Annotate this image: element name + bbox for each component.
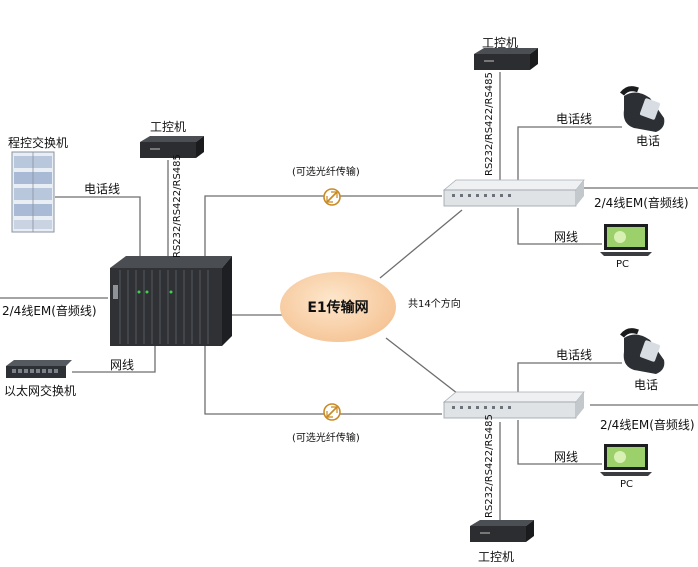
phone-top-label: 电话 [636,134,661,148]
bottom-phone-line [517,362,622,392]
em-center-label: 2/4线EM(音频线) [2,304,97,318]
fiber-bottom-label: (可选光纤传输) [292,433,360,444]
cloud-to-top-terminal-line [379,209,463,279]
phone-line-center-label: 电话线 [84,182,121,196]
fiber-top-label: (可选光纤传输) [292,167,360,178]
e1-terminal-rack-icon [442,179,585,207]
top-fiber-line [204,195,442,268]
em-top-label: 2/4线EM(音频线) [594,196,689,210]
center-lan-line [72,340,156,373]
cloud-label: E1传输网 [307,300,369,316]
phone-bottom-label: 电话 [634,378,659,392]
e1-terminal-rack-icon [442,391,585,419]
center-phone-line [55,196,141,270]
ipc-center-label: 工控机 [150,120,187,134]
directions-label: 共14个方向 [408,299,461,310]
phone-line-bottom-label: 电话线 [556,348,593,362]
top-phone-line [517,126,622,183]
pbx-label: 程控交换机 [8,136,69,150]
phone-line-top-label: 电话线 [556,112,593,126]
connection-lines [0,72,698,520]
pbx-cabinet-icon [11,151,55,233]
em-bottom-label: 2/4线EM(音频线) [600,418,695,432]
lan-bottom-label: 网线 [554,450,579,464]
bottom-lan-line [517,420,602,465]
laptop-pc-icon [600,444,652,476]
serial-bottom-label: RS232/RS422/RS485 [484,414,495,518]
lan-center-label: 网线 [110,358,135,372]
e1-transport-network-cloud: E1传输网 [280,272,396,342]
optical-fiber-symbol-icon [323,403,341,421]
switch-label: 以太网交换机 [4,384,77,398]
optical-fiber-symbol-icon [323,188,341,206]
bottom-fiber-line [204,340,442,415]
cloud-to-bottom-terminal-line [385,337,463,398]
pc-top-label: PC [616,259,630,270]
ipc-top-label: 工控机 [482,36,519,50]
top-lan-line [517,208,602,245]
industrial-pc-icon [470,520,534,542]
ethernet-switch-icon [6,360,72,378]
serial-center-label: RS232/RS422/RS485 [172,154,183,258]
telephone-icon [620,328,665,374]
ipc-bottom-label: 工控机 [478,550,515,564]
industrial-pc-icon [140,136,204,158]
serial-top-label: RS232/RS422/RS485 [484,72,495,176]
telephone-icon [620,86,665,132]
industrial-pc-icon [474,48,538,70]
laptop-pc-icon [600,224,652,256]
pc-bottom-label: PC [620,479,634,490]
e1-multiplexer-chassis-icon [110,256,232,346]
lan-top-label: 网线 [554,230,579,244]
